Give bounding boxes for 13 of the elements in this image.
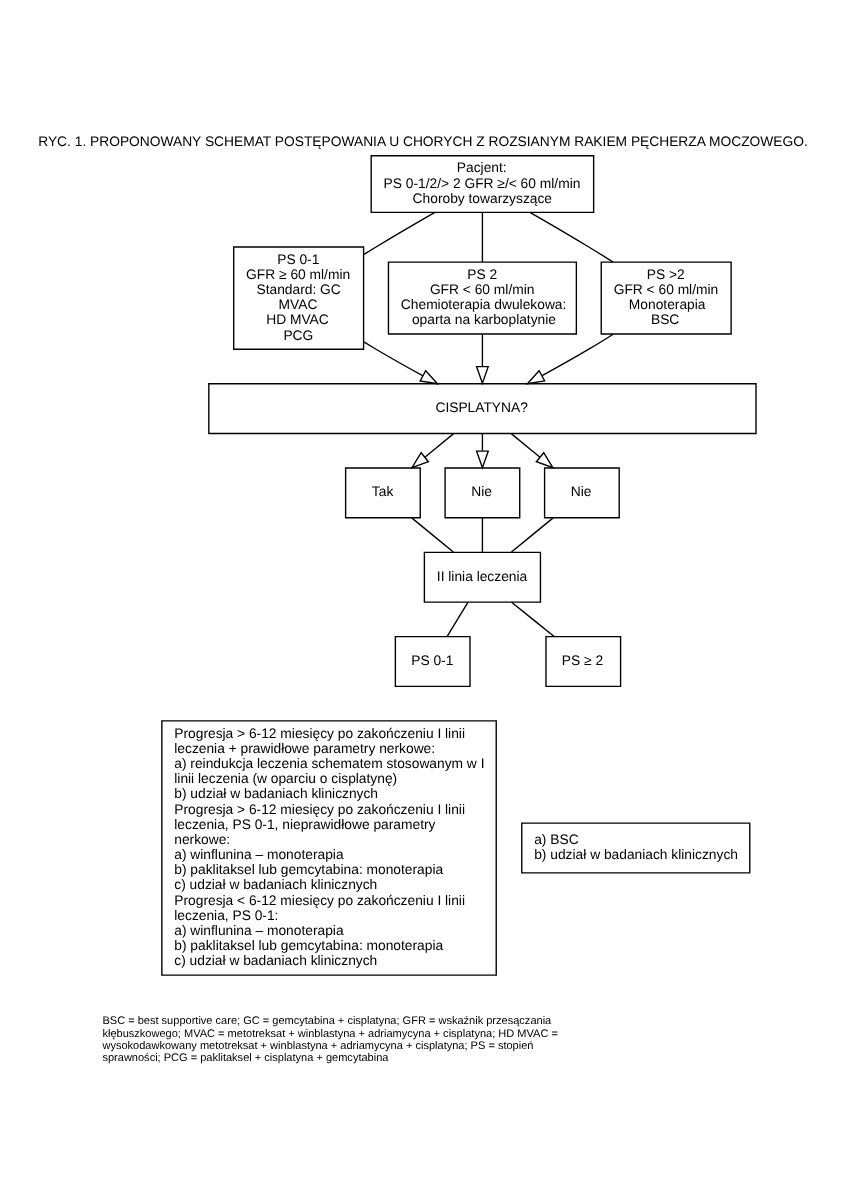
arrow [363, 341, 440, 385]
connector [481, 517, 484, 553]
arrow [525, 333, 614, 385]
connector [411, 517, 455, 553]
arrow [475, 333, 490, 386]
connector [510, 601, 555, 638]
connector [446, 601, 469, 637]
arrow [510, 432, 555, 470]
arrow [410, 432, 455, 470]
connector [510, 517, 554, 553]
connector [481, 212, 484, 263]
connector [529, 211, 614, 263]
connector [363, 211, 436, 256]
